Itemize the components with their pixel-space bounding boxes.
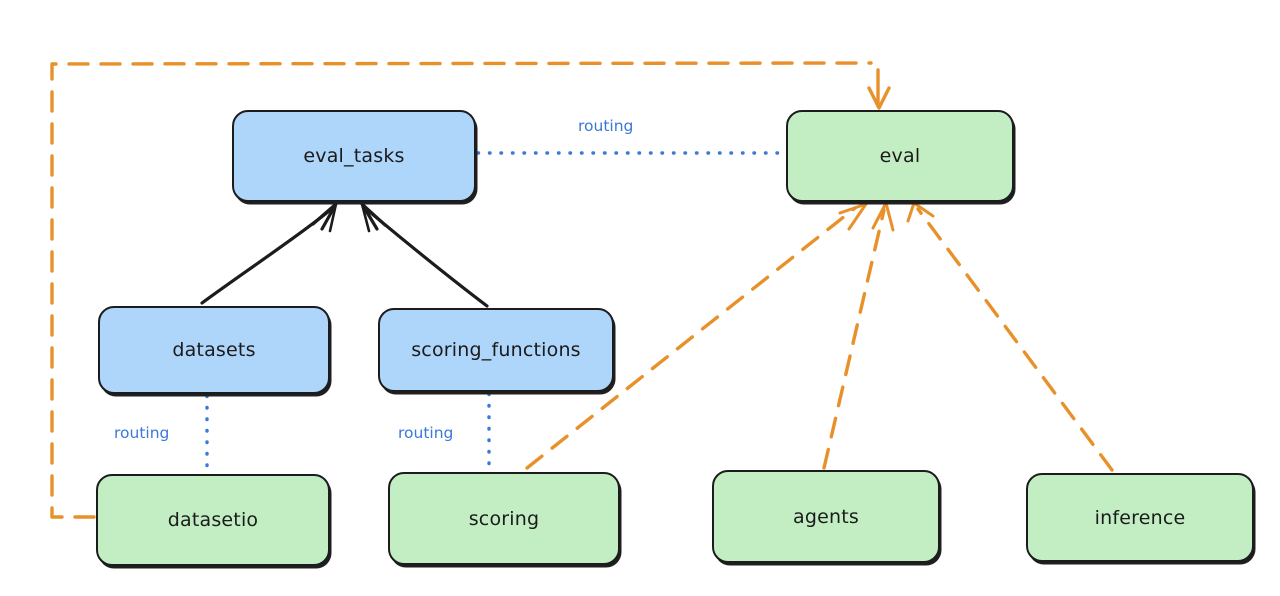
edge-scoring_functions-to-eval_tasks <box>360 202 489 308</box>
node-label: scoring_functions <box>411 339 581 361</box>
edge-datasetio-to-eval <box>50 61 891 519</box>
edge-label-routing-datasets: routing <box>114 424 170 442</box>
node-scoring[interactable]: scoring <box>388 472 620 565</box>
edge-datasets-to-eval_tasks <box>200 202 338 305</box>
node-scoring-functions[interactable]: scoring_functions <box>378 308 614 392</box>
node-label: eval <box>879 145 921 167</box>
edge-agents-to-eval <box>822 201 895 470</box>
node-eval[interactable]: eval <box>786 110 1014 202</box>
node-inference[interactable]: inference <box>1026 473 1254 562</box>
node-label: scoring <box>468 507 540 530</box>
edge-label-routing-scoring: routing <box>398 424 454 442</box>
node-label: inference <box>1094 506 1186 529</box>
edge-inference-to-eval <box>906 201 1114 472</box>
node-eval-tasks[interactable]: eval_tasks <box>232 110 476 202</box>
node-label: datasets <box>172 339 256 361</box>
node-label: datasetio <box>167 509 259 531</box>
node-datasets[interactable]: datasets <box>98 306 330 394</box>
node-agents[interactable]: agents <box>712 470 940 563</box>
node-label: agents <box>793 505 859 528</box>
node-label: eval_tasks <box>303 145 405 167</box>
node-datasetio[interactable]: datasetio <box>96 474 330 566</box>
edge-scoring-to-eval <box>525 202 868 470</box>
edge-label-routing-eval: routing <box>578 117 634 135</box>
